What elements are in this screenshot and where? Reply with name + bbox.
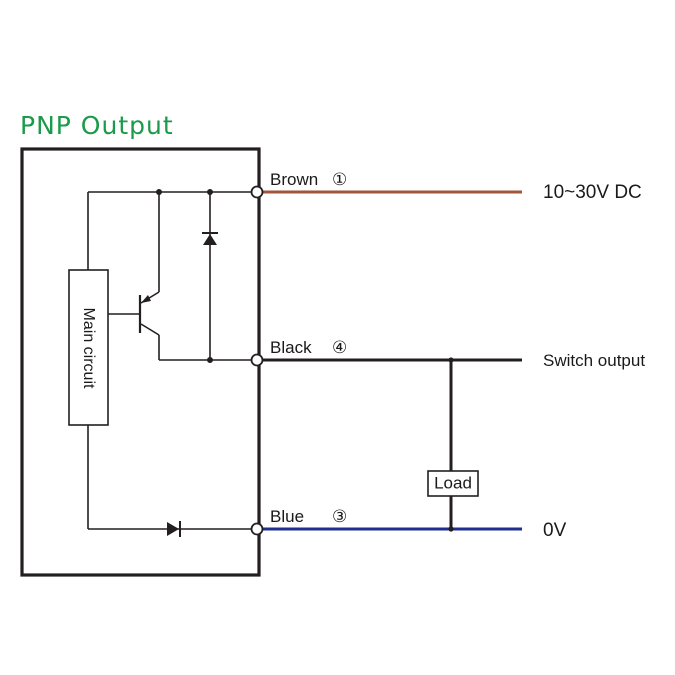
junction-dot [156, 189, 162, 195]
junction-dot [448, 526, 454, 532]
junction-dot [207, 357, 213, 363]
transistor-collector [140, 323, 160, 336]
black-terminal [250, 353, 264, 367]
blue-wire-label: Blue [270, 507, 304, 526]
ground-output-label: 0V [543, 520, 567, 541]
load-box [427, 470, 479, 497]
junction-dot [448, 357, 454, 363]
main-circuit-block [68, 269, 109, 426]
supply-output-label: 10~30V DC [543, 182, 642, 203]
brown-wire-label: Brown [270, 170, 318, 189]
sensor-housing [20, 147, 261, 577]
switch-output-label: Switch output [543, 351, 645, 370]
brown-terminal [250, 185, 264, 199]
protection-diode-icon [203, 234, 217, 245]
junction-dot [207, 189, 213, 195]
black-pin-number: ④ [332, 338, 347, 357]
black-wire-label: Black [270, 338, 312, 357]
load-label: Load [434, 473, 472, 492]
internal-circuit: Main circuit [68, 189, 253, 537]
brown-pin-number: ① [332, 170, 347, 189]
main-circuit-label: Main circuit [80, 308, 97, 389]
diagram-title: PNP Output [20, 111, 174, 140]
blue-terminal [250, 522, 264, 536]
transistor-arrow-icon [141, 295, 151, 303]
bottom-diode-icon [167, 522, 179, 536]
blue-pin-number: ③ [332, 507, 347, 526]
